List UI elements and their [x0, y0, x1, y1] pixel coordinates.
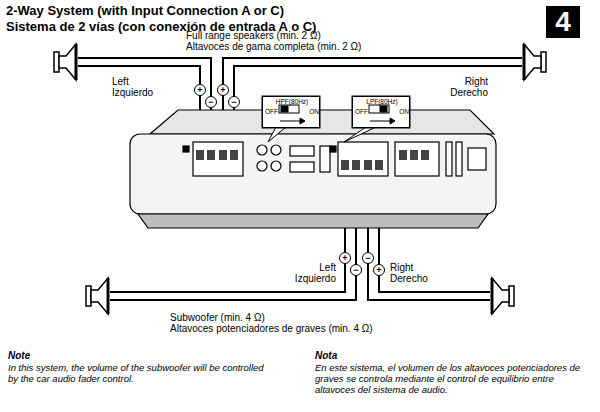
terminal-screws: [196, 150, 429, 170]
note-text: En este sistema, el volumen de los altav…: [315, 362, 593, 395]
polarity-mark: −: [228, 96, 240, 108]
subwoofer-icon: [86, 278, 108, 314]
channel-label: Left: [112, 76, 129, 87]
note-text: In this system, the volume of the subwoo…: [8, 362, 273, 384]
polarity-mark: +: [194, 84, 206, 96]
speaker-icon: [54, 44, 76, 80]
polarity-mark: −: [362, 252, 374, 264]
speaker-label: Altavoces de gama completa (min. 2 Ω): [186, 41, 361, 52]
subwoofer-icon: [492, 278, 514, 314]
section-number-text: 4: [555, 6, 571, 38]
polarity-mark: −: [205, 96, 217, 108]
switch-label: ON: [309, 108, 319, 115]
channel-label: Derecho: [390, 273, 428, 284]
channel-label: Right: [465, 76, 488, 87]
subwoofer-label: Altavoces potenciadores de graves (min. …: [170, 323, 373, 334]
switch-label: HPF(80Hz): [276, 98, 309, 105]
polarity-mark: +: [217, 84, 229, 96]
polarity-mark: +: [339, 252, 351, 264]
note-heading: Note: [8, 350, 30, 361]
note-heading: Nota: [315, 350, 337, 361]
polarity-mark: +: [373, 264, 385, 276]
speaker-wire: [78, 58, 522, 300]
switch-label: OFF: [265, 108, 278, 115]
subwoofer-label: Subwoofer (min. 4 Ω): [170, 312, 265, 323]
switch-label: LPF(80Hz): [366, 98, 397, 105]
switch-label: ON: [399, 108, 409, 115]
switch-label: OFF: [355, 108, 368, 115]
channel-label: Izquierdo: [112, 87, 153, 98]
switch-inset: [262, 96, 410, 142]
polarity-mark: −: [350, 264, 362, 276]
channel-label: Right: [390, 262, 413, 273]
speaker-label: Full range speakers (min. 2 Ω): [186, 30, 321, 41]
channel-label: Left: [319, 262, 336, 273]
switch-inset: HPF(80Hz) OFF ON: [262, 96, 320, 128]
channel-label: Derecho: [450, 87, 488, 98]
section-number: 4: [546, 6, 580, 38]
speaker-icon: [524, 44, 546, 80]
channel-label: Izquierdo: [295, 273, 336, 284]
title-text: 2-Way System (with Input Connection A or…: [6, 3, 284, 18]
switch-inset: LPF(80Hz) OFF ON: [352, 96, 410, 128]
